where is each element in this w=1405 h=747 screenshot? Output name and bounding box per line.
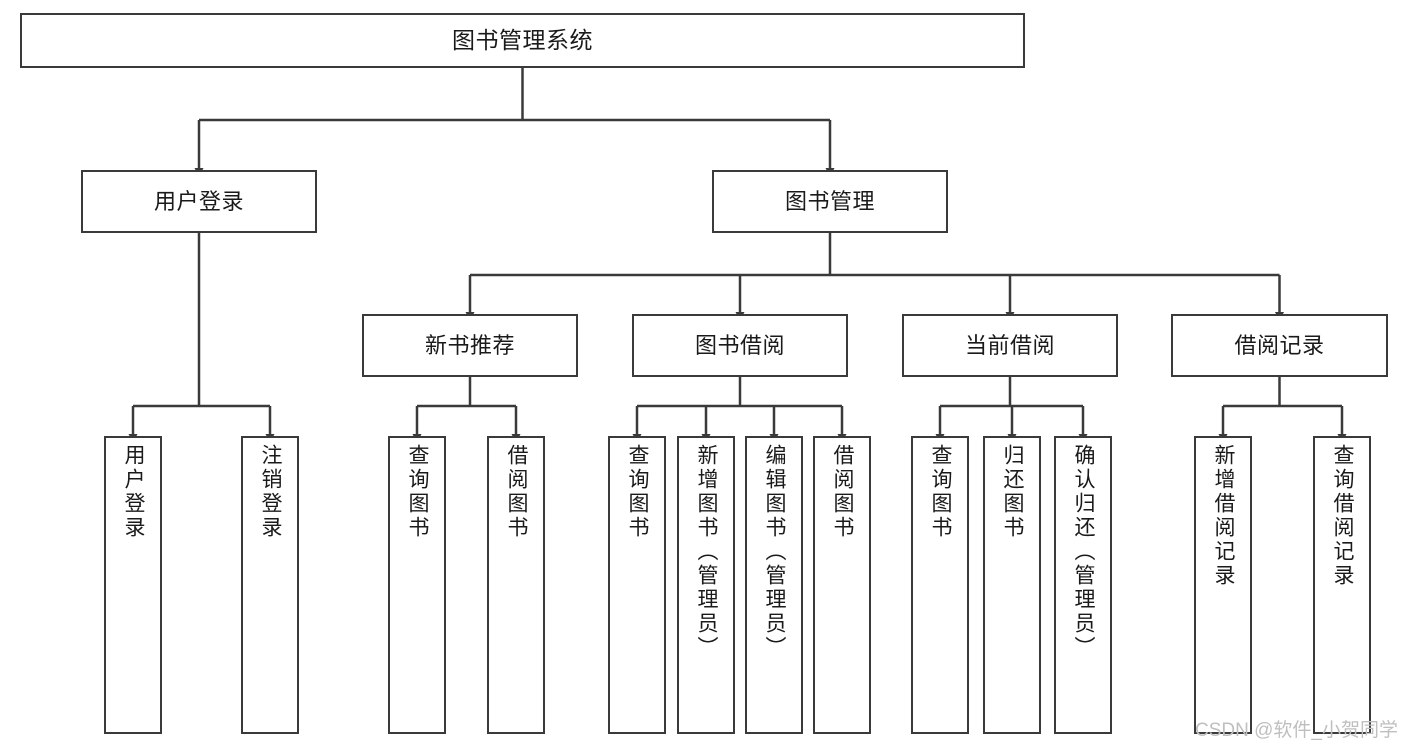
node-label-borrow-record: 借阅记录 [1234, 332, 1325, 358]
edge-layer [128, 68, 1347, 443]
node-leaf-query-record[interactable]: 查询借阅记录 [1313, 436, 1371, 734]
node-label-root: 图书管理系统 [452, 26, 593, 53]
node-leaf-query-book-2[interactable]: 查询图书 [608, 436, 666, 734]
node-label-leaf-query-book-2: 查询图书 [626, 444, 650, 540]
node-label-leaf-borrow-book-1: 借阅图书 [505, 444, 529, 540]
node-leaf-add-record[interactable]: 新增借阅记录 [1194, 436, 1252, 734]
node-label-leaf-query-record: 查询借阅记录 [1331, 444, 1355, 588]
node-leaf-query-book-3[interactable]: 查询图书 [911, 436, 969, 734]
node-leaf-query-book-1[interactable]: 查询图书 [388, 436, 446, 734]
node-book-manage[interactable]: 图书管理 [712, 170, 948, 233]
node-label-book-manage: 图书管理 [784, 188, 875, 214]
node-label-leaf-add-book: 新增图书（管理员） [695, 444, 719, 660]
node-label-current-borrow: 当前借阅 [964, 332, 1055, 358]
node-label-leaf-query-book-1: 查询图书 [406, 444, 430, 540]
node-leaf-borrow-book-1[interactable]: 借阅图书 [487, 436, 545, 734]
node-user-login[interactable]: 用户登录 [81, 170, 317, 233]
node-leaf-user-login[interactable]: 用户登录 [104, 436, 162, 734]
node-label-leaf-user-login: 用户登录 [122, 444, 146, 540]
node-label-leaf-confirm-return: 确认归还（管理员） [1072, 444, 1096, 660]
node-leaf-logout[interactable]: 注销登录 [241, 436, 299, 734]
node-root[interactable]: 图书管理系统 [20, 13, 1025, 68]
watermark-label: CSDN @软件_小贺同学 [1195, 720, 1398, 741]
node-label-leaf-borrow-book-2: 借阅图书 [831, 444, 855, 540]
node-label-user-login: 用户登录 [153, 188, 244, 214]
node-leaf-edit-book[interactable]: 编辑图书（管理员） [745, 436, 803, 734]
node-label-leaf-query-book-3: 查询图书 [929, 444, 953, 540]
node-leaf-return-book[interactable]: 归还图书 [983, 436, 1041, 734]
node-label-leaf-edit-book: 编辑图书（管理员） [763, 444, 787, 660]
node-borrow-record[interactable]: 借阅记录 [1171, 314, 1388, 377]
node-label-new-book-rec: 新书推荐 [424, 332, 515, 358]
node-label-leaf-logout: 注销登录 [259, 444, 283, 540]
node-leaf-add-book[interactable]: 新增图书（管理员） [677, 436, 735, 734]
node-new-book-rec[interactable]: 新书推荐 [362, 314, 578, 377]
node-label-book-borrow: 图书借阅 [694, 332, 785, 358]
node-book-borrow[interactable]: 图书借阅 [632, 314, 848, 377]
node-leaf-confirm-return[interactable]: 确认归还（管理员） [1054, 436, 1112, 734]
node-label-leaf-return-book: 归还图书 [1001, 444, 1025, 540]
node-label-leaf-add-record: 新增借阅记录 [1212, 444, 1236, 588]
node-leaf-borrow-book-2[interactable]: 借阅图书 [813, 436, 871, 734]
node-current-borrow[interactable]: 当前借阅 [902, 314, 1118, 377]
